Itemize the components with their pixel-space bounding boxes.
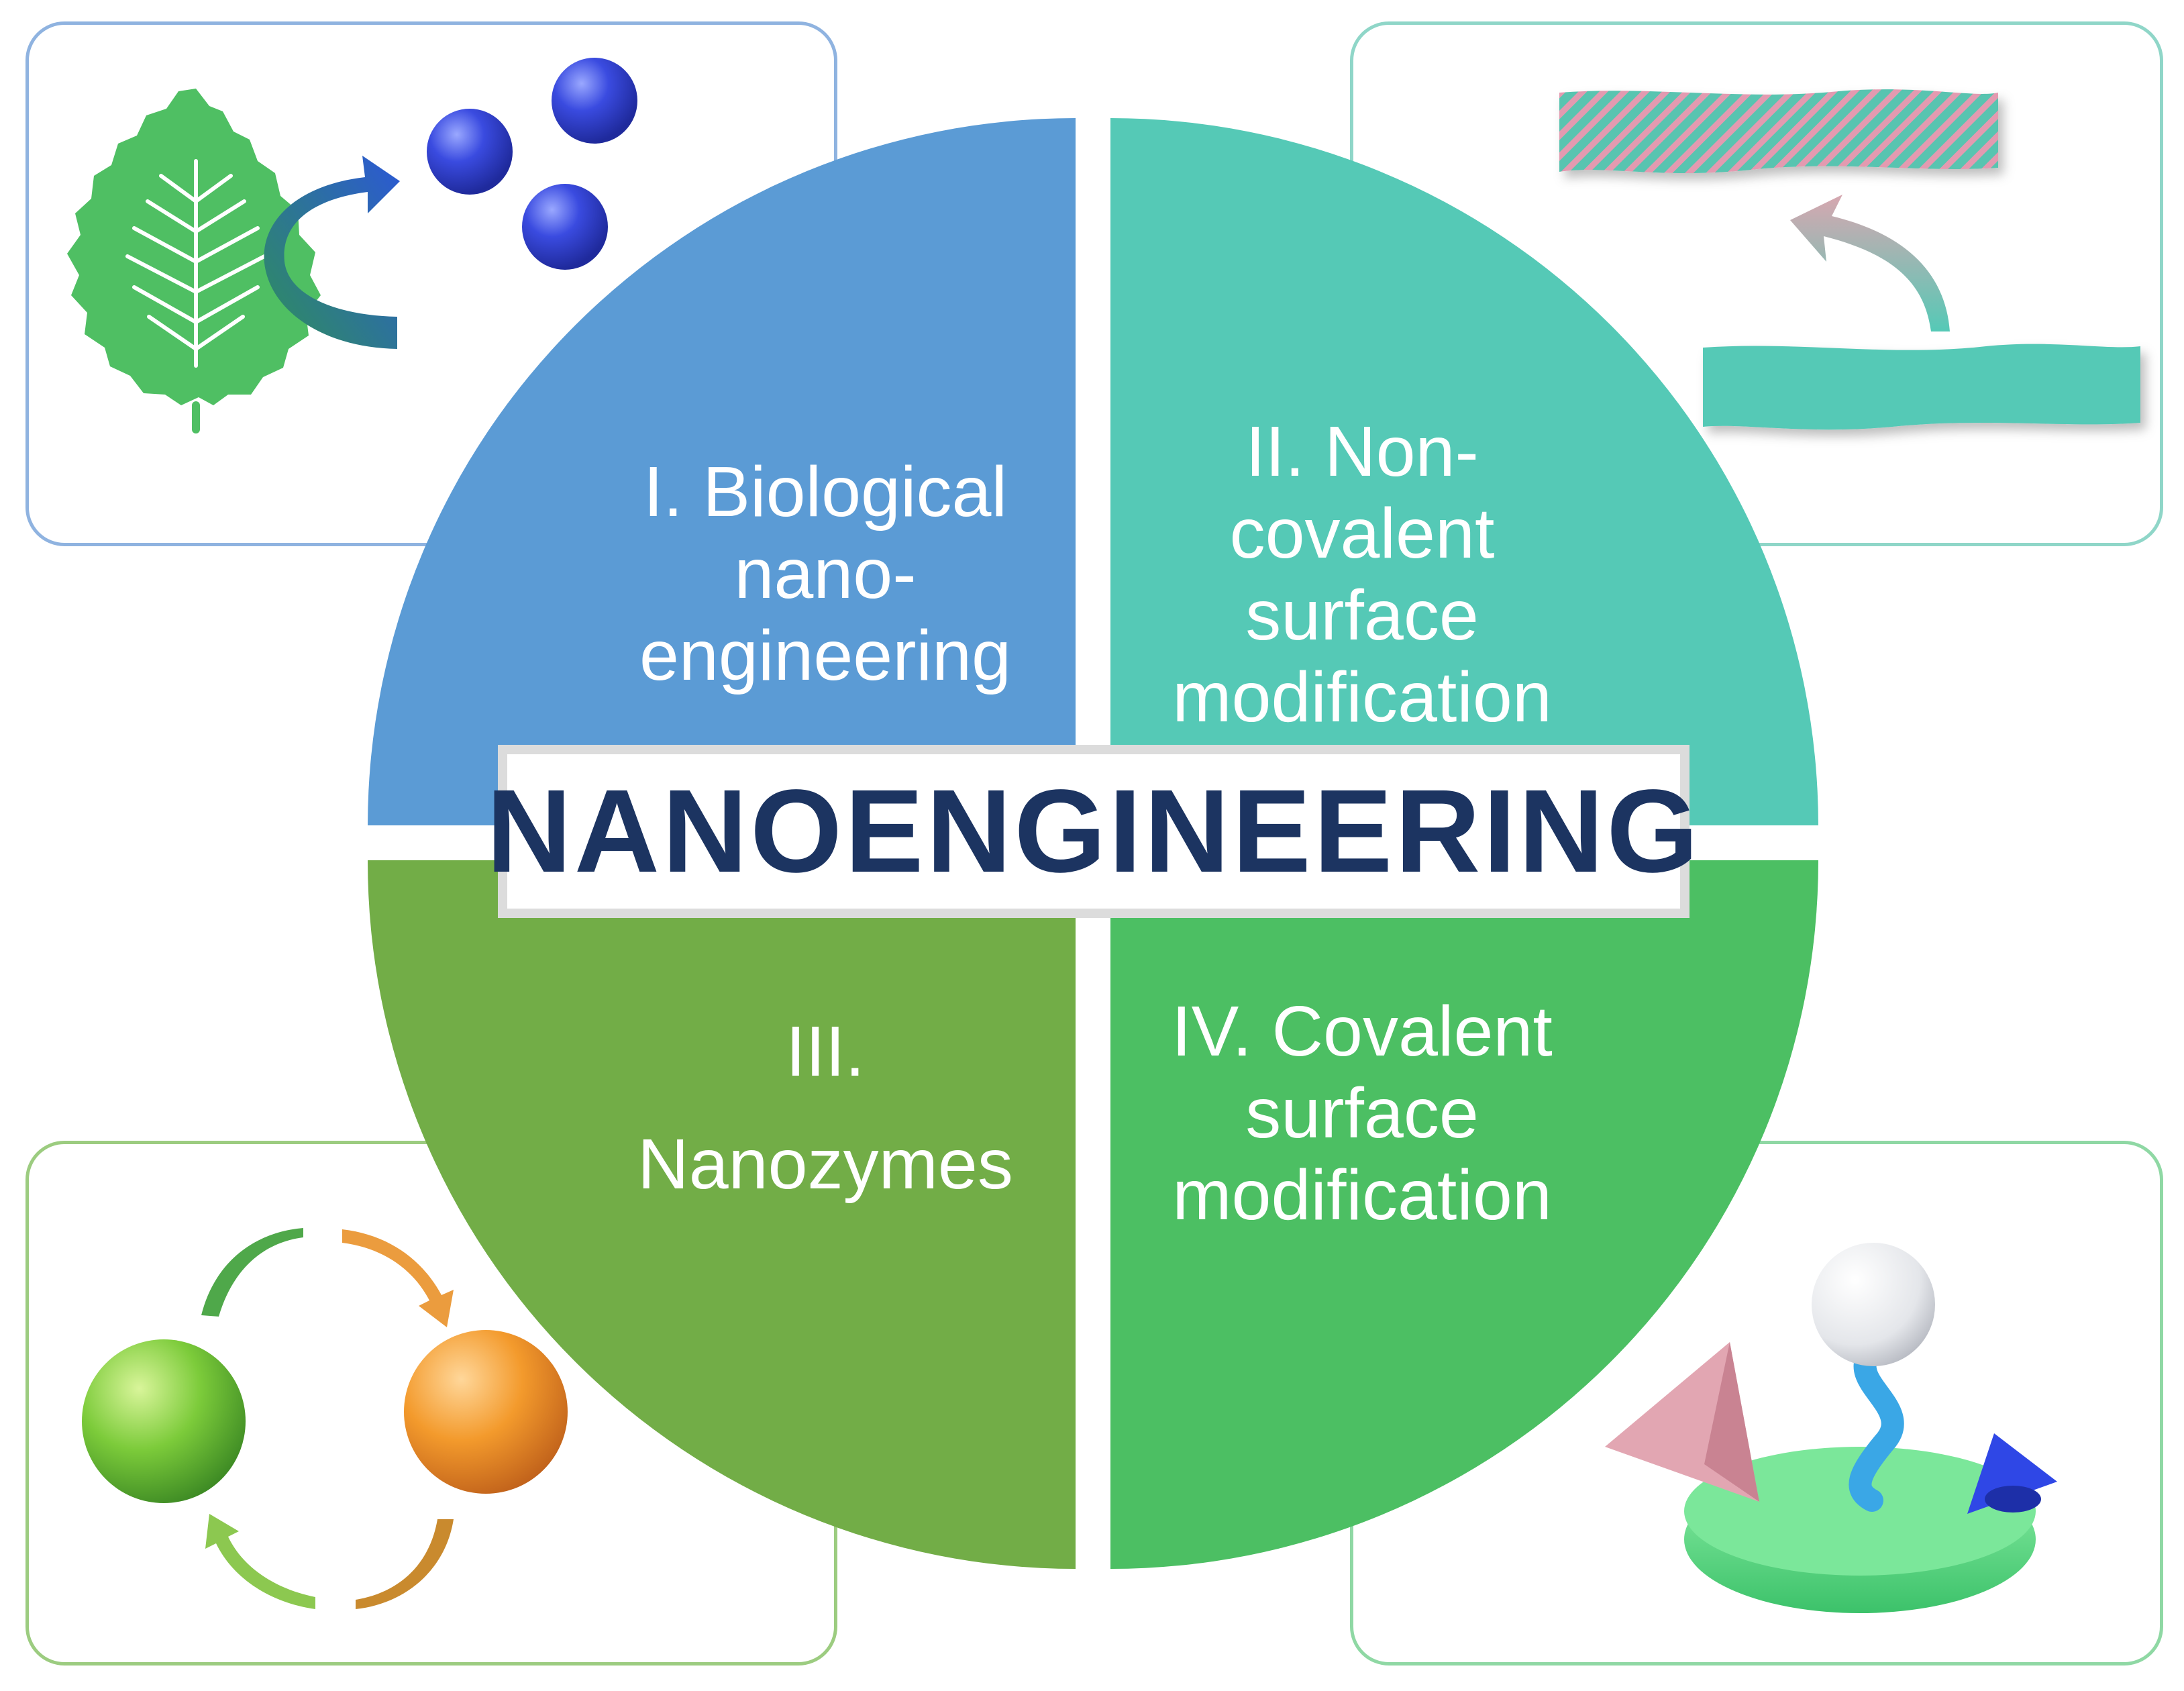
oxidized-nanozyme-icon xyxy=(404,1330,568,1494)
cycle-arrow-icon xyxy=(356,1519,454,1609)
leaf-veins xyxy=(125,159,266,368)
quadrant-label-noncovalent: II. Non- covalent surface modification xyxy=(1141,411,1583,738)
label-line: nano- xyxy=(734,534,917,613)
label-line: modification xyxy=(1172,1156,1552,1235)
cycle-arrow-icon xyxy=(342,1229,454,1327)
coated-layer xyxy=(1559,89,1998,173)
ligand-sphere-icon xyxy=(1812,1243,1935,1366)
ligand-pyramid-shade xyxy=(1704,1342,1759,1502)
linker-chain xyxy=(1849,1341,1904,1512)
quadrant-label-biological: I. Biological nano- engineering xyxy=(604,451,1047,697)
quadrant-label-nanozymes: III. Nanozymes xyxy=(604,1011,1047,1205)
nanoparticle-icon xyxy=(427,109,513,195)
label-line: Nanozymes xyxy=(637,1125,1013,1204)
label-line: I. Biological xyxy=(643,452,1008,531)
label-line: IV. Covalent xyxy=(1172,992,1553,1071)
nanoparticle-icon xyxy=(522,184,608,270)
quadrant-biological xyxy=(368,117,1076,826)
label-line: III. xyxy=(786,1012,865,1091)
cycle-arrow-icon xyxy=(201,1228,303,1317)
title-box: NANOENGINEERING xyxy=(486,745,1698,918)
reduced-nanozyme-icon xyxy=(82,1339,246,1503)
modification-arrow-icon xyxy=(1790,195,1950,331)
redox-cycle-icon xyxy=(82,1228,568,1609)
quadrant-noncovalent xyxy=(1110,118,1818,825)
quadrant-circle xyxy=(367,117,1819,1569)
ligand-cone-base xyxy=(1985,1486,2041,1513)
label-line: modification xyxy=(1172,658,1552,737)
quadrant-covalent xyxy=(1110,860,1819,1569)
diagram-title: NANOENGINEERING xyxy=(486,766,1702,897)
leaf-to-nanoparticles-icon xyxy=(67,58,637,433)
label-line: II. Non- xyxy=(1245,412,1479,491)
covalent-ligand-surface-icon xyxy=(1605,1243,2057,1613)
bare-layer xyxy=(1703,344,2140,430)
extraction-arrow-icon xyxy=(264,156,400,349)
label-line: surface xyxy=(1245,1074,1479,1153)
quadrant-label-covalent: IV. Covalent surface modification xyxy=(1141,990,1583,1236)
surface-coating-icon xyxy=(1559,89,2140,430)
cycle-arrow-icon xyxy=(205,1514,315,1609)
label-line: engineering xyxy=(639,616,1011,695)
nanoparticle-icon xyxy=(552,58,637,144)
label-line: surface xyxy=(1245,576,1479,655)
label-line: covalent xyxy=(1229,494,1495,573)
quadrant-nanozymes xyxy=(367,860,1076,1569)
surface-disk-top xyxy=(1684,1447,2036,1576)
